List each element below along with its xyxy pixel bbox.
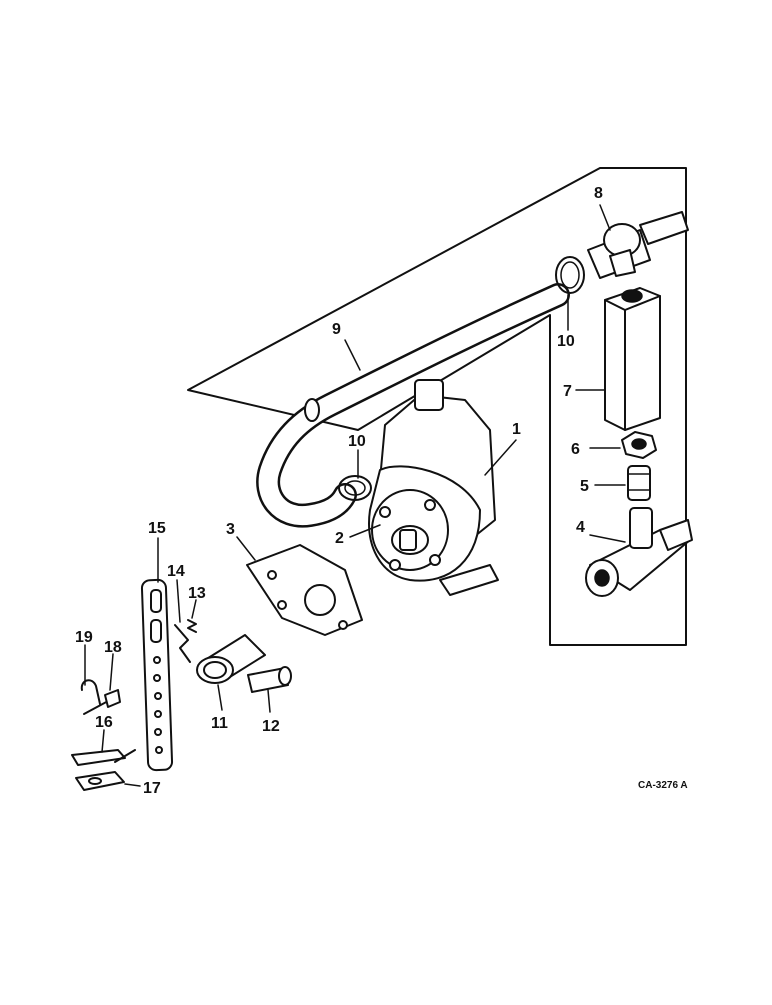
callout-9: 9: [332, 321, 341, 338]
callout-17: 17: [143, 780, 161, 797]
callout-labels: 1 2 3 4 5 6 7 8 9 10 10 11 12 13 14 15 1…: [75, 185, 603, 797]
hose-part-9: [256, 283, 570, 528]
callout-19: 19: [75, 629, 93, 646]
callout-14: 14: [167, 563, 185, 580]
callout-15: 15: [148, 520, 166, 537]
callout-1: 1: [512, 421, 521, 438]
callout-7: 7: [563, 383, 572, 400]
callout-10-upper: 10: [557, 333, 575, 350]
clip-part-14: [174, 624, 191, 663]
callout-8: 8: [594, 185, 603, 202]
callout-11: 11: [211, 715, 228, 732]
bolt-part-18: [83, 689, 121, 715]
strap-part-15: [140, 578, 174, 772]
assembly-outline: [187, 167, 687, 646]
nut-part-6: [621, 431, 657, 459]
leader-lines: [84, 204, 626, 787]
hose-clamp-part-10-lower: [338, 475, 372, 501]
plate-part-16: [71, 749, 136, 766]
pump-part-1: [368, 379, 499, 596]
diagram-code: CA-3276 A: [638, 780, 688, 791]
callout-18: 18: [104, 639, 122, 656]
callout-10-lower: 10: [348, 433, 366, 450]
callout-13: 13: [188, 585, 206, 602]
callout-5: 5: [580, 478, 589, 495]
pulley-part-2: [391, 525, 429, 555]
block-part-7: [604, 287, 661, 431]
tee-part-4: [585, 507, 693, 597]
spring-part-13: [187, 619, 197, 633]
hose-clamp-part-10-upper: [555, 256, 585, 294]
tee-fitting-part-8: [587, 211, 689, 279]
pin-part-12: [247, 666, 292, 693]
callout-4: 4: [576, 519, 585, 536]
callout-16: 16: [95, 714, 113, 731]
bracket-part-3: [246, 544, 363, 636]
callout-2: 2: [335, 530, 344, 547]
callout-6: 6: [571, 441, 580, 458]
plate-part-17: [75, 771, 125, 791]
callout-3: 3: [226, 521, 235, 538]
sleeve-part-11: [196, 634, 266, 684]
fitting-part-5: [627, 465, 651, 501]
callout-12: 12: [262, 718, 280, 735]
cotter-pin-part-19: [80, 679, 101, 705]
